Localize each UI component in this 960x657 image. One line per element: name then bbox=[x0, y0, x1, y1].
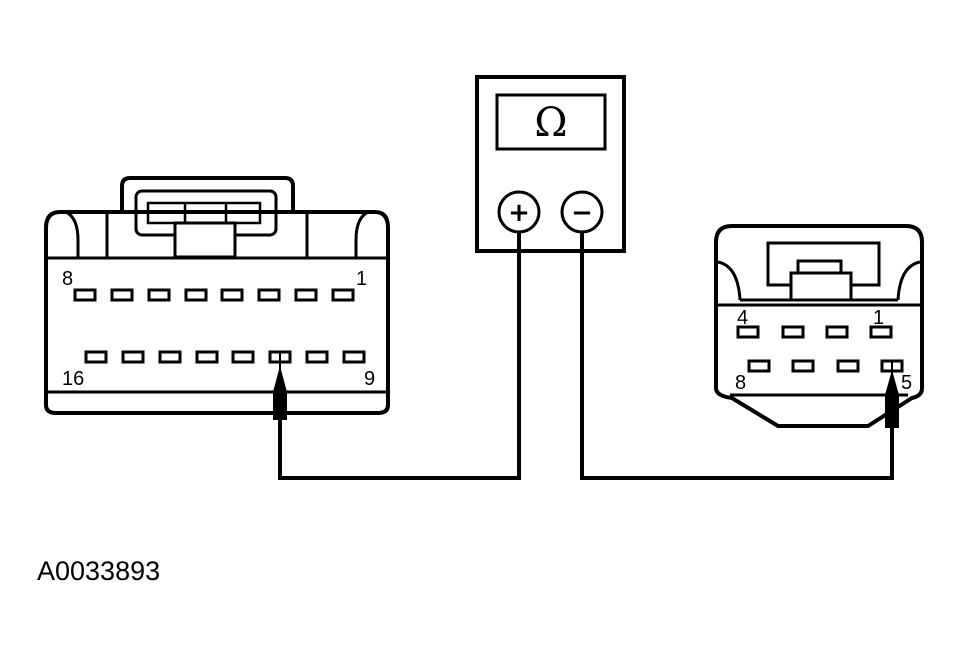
pin-15 bbox=[121, 350, 145, 364]
pin-7 bbox=[110, 288, 134, 302]
pin-row-top-right bbox=[736, 325, 893, 339]
right-label-bottom-left: 8 bbox=[735, 372, 746, 394]
left-probe-tip bbox=[273, 366, 287, 420]
pin-row-top-left bbox=[73, 288, 355, 302]
pin-13 bbox=[195, 350, 219, 364]
left-label-bottom-left: 16 bbox=[62, 368, 84, 390]
left-label-top-left: 8 bbox=[62, 268, 73, 290]
pin-9 bbox=[342, 350, 366, 364]
pin-4 bbox=[220, 288, 244, 302]
right-label-top-right: 1 bbox=[873, 307, 884, 329]
right-probe-tip bbox=[885, 370, 899, 428]
pin-r7 bbox=[791, 359, 815, 373]
ohmmeter-body bbox=[475, 75, 626, 253]
pin-row-bottom-left bbox=[84, 350, 366, 364]
connector-body-right bbox=[714, 224, 924, 428]
right-probe bbox=[885, 361, 899, 428]
pin-r6 bbox=[836, 359, 860, 373]
pin-10 bbox=[305, 350, 329, 364]
right-label-top-left: 4 bbox=[737, 307, 748, 329]
left-probe bbox=[273, 352, 287, 420]
latch-post-right bbox=[789, 271, 853, 302]
pin-1 bbox=[331, 288, 355, 302]
positive-terminal-label: + bbox=[508, 198, 530, 228]
pin-r3 bbox=[781, 325, 805, 339]
negative-terminal-label: − bbox=[571, 198, 593, 228]
latch-housing bbox=[120, 176, 295, 212]
pin-5 bbox=[184, 288, 208, 302]
right-label-bottom-right: 5 bbox=[901, 372, 912, 394]
pin-8 bbox=[73, 288, 97, 302]
latch-post bbox=[173, 221, 237, 259]
pin-2 bbox=[294, 288, 318, 302]
connector-body bbox=[44, 210, 390, 415]
connector-8-pin bbox=[714, 224, 924, 428]
left-label-top-right: 1 bbox=[356, 268, 367, 290]
pin-3 bbox=[257, 288, 281, 302]
ohmmeter-display bbox=[495, 93, 607, 151]
pin-12 bbox=[231, 350, 255, 364]
negative-test-lead bbox=[580, 232, 894, 480]
pin-r1 bbox=[869, 325, 893, 339]
figure-id: A0033893 bbox=[37, 556, 160, 586]
pin-r4 bbox=[736, 325, 760, 339]
ohm-symbol: Ω bbox=[534, 100, 567, 146]
pin-r2 bbox=[825, 325, 849, 339]
pin-6 bbox=[147, 288, 171, 302]
pin-16 bbox=[84, 350, 108, 364]
positive-test-lead bbox=[278, 232, 521, 480]
left-label-bottom-right: 9 bbox=[364, 368, 375, 390]
pin-14b bbox=[158, 350, 182, 364]
pin-row-bottom-right bbox=[747, 359, 904, 373]
pin-r8 bbox=[747, 359, 771, 373]
connector-16-pin bbox=[44, 176, 390, 415]
